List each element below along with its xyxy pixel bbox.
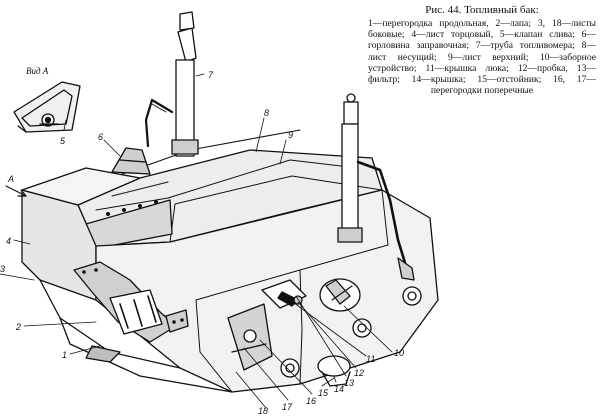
figure-caption: Рис. 44. Топливный бак: 1—перегородка пр… (368, 4, 596, 96)
caption-text: 1—перегородка продольная, 2—лапа; 3, 18—… (368, 18, 596, 97)
callout-8: 8 (264, 108, 269, 118)
view-label-text: Вид А (26, 66, 49, 76)
callout-15: 15 (318, 388, 329, 398)
callout-17: 17 (282, 402, 293, 412)
transverse-partitions (227, 303, 273, 371)
callout-2: 2 (15, 322, 21, 332)
callout-3: 3 (0, 264, 5, 274)
gauge-pipe-left (144, 11, 199, 157)
view-arrow (5, 185, 27, 197)
gauge-pipe-right (337, 93, 415, 281)
callout-16: 16 (306, 396, 316, 406)
callout-10: 10 (394, 348, 404, 358)
filler-neck (111, 147, 151, 175)
callout-9: 9 (288, 130, 293, 140)
view-a-inset (13, 81, 81, 133)
callout-7: 7 (208, 70, 214, 80)
hatch-filter-assembly (261, 279, 307, 309)
callout-11: 11 (366, 354, 375, 364)
leader-lines (0, 73, 393, 409)
paw-bracket (73, 261, 189, 363)
callout-18: 18 (258, 406, 268, 416)
callout-14: 14 (334, 384, 344, 394)
caption-title: Рис. 44. Топливный бак: (425, 4, 539, 16)
callout-6: 6 (98, 132, 103, 142)
callout-12: 12 (354, 368, 364, 378)
callout-13: 13 (344, 378, 354, 388)
intake-device (319, 278, 361, 312)
callout-5: 5 (60, 136, 66, 146)
callout-1: 1 (62, 350, 67, 360)
callout-4: 4 (6, 236, 11, 246)
callout-labels: Вид А А 5 6 7 8 9 4 3 2 1 10 11 12 13 14… (0, 66, 404, 416)
side-plugs (280, 286, 422, 378)
arrow-label-text: А (7, 174, 14, 184)
